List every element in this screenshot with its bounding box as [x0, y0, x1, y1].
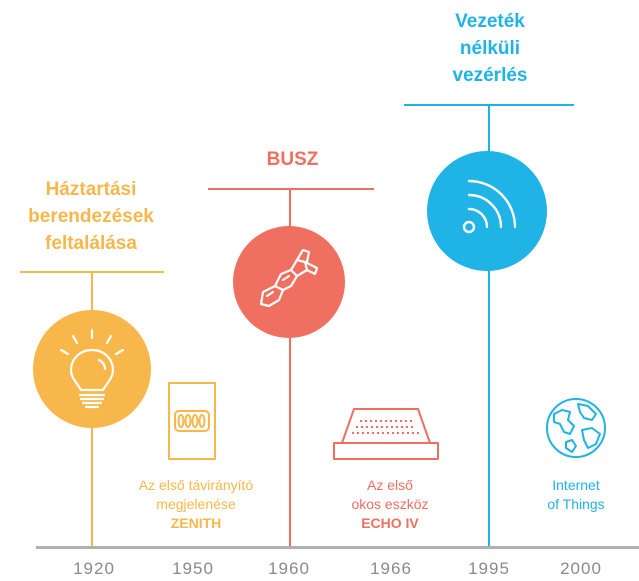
remote-control-icon	[167, 381, 217, 461]
event-echo-line2: okos eszköz	[351, 496, 429, 512]
milestone-bar-bus	[208, 188, 374, 190]
keyboard-device-icon	[330, 405, 442, 463]
event-zenith-line1: Az első távirányító	[138, 477, 254, 493]
year-label-1995: 1995	[468, 559, 510, 578]
light-bulb-icon	[59, 328, 125, 409]
event-caption-zenith: Az első távirányító megjelenése ZENITH	[106, 476, 286, 533]
milestone-title-appliances: Háztartási berendezések feltalálása	[28, 179, 154, 254]
event-echo-name: ECHO IV	[361, 515, 419, 531]
milestone-circle-wireless	[427, 151, 547, 271]
wifi-signal-icon	[462, 179, 517, 234]
milestone-title-wireless: Vezeték nélküli vezérlés	[452, 11, 528, 86]
milestone-circle-bus	[233, 226, 345, 338]
year-label-1950: 1950	[172, 559, 214, 578]
timeline-axis	[36, 546, 639, 549]
event-iot-line2: of Things	[547, 496, 605, 512]
year-label-1960: 1960	[268, 559, 310, 578]
event-zenith-name: ZENITH	[170, 515, 222, 531]
timeline-stem-bus	[289, 188, 291, 547]
year-label-2000: 2000	[560, 559, 602, 578]
year-label-1966: 1966	[370, 559, 412, 578]
year-label-1920: 1920	[73, 559, 115, 578]
event-zenith-line2: megjelenése	[156, 496, 236, 512]
event-echo-line1: Az első	[367, 477, 413, 493]
event-iot-line1: Internet	[552, 477, 600, 493]
timeline-stem-wireless	[488, 104, 490, 547]
event-caption-echo: Az első okos eszköz ECHO IV	[320, 476, 460, 533]
cable-connector-icon	[259, 248, 319, 308]
milestone-circle-appliances	[33, 310, 151, 428]
milestone-title-bus: BUSZ	[266, 149, 319, 170]
event-caption-iot: Internet of Things	[530, 476, 622, 514]
globe-icon	[544, 396, 608, 460]
